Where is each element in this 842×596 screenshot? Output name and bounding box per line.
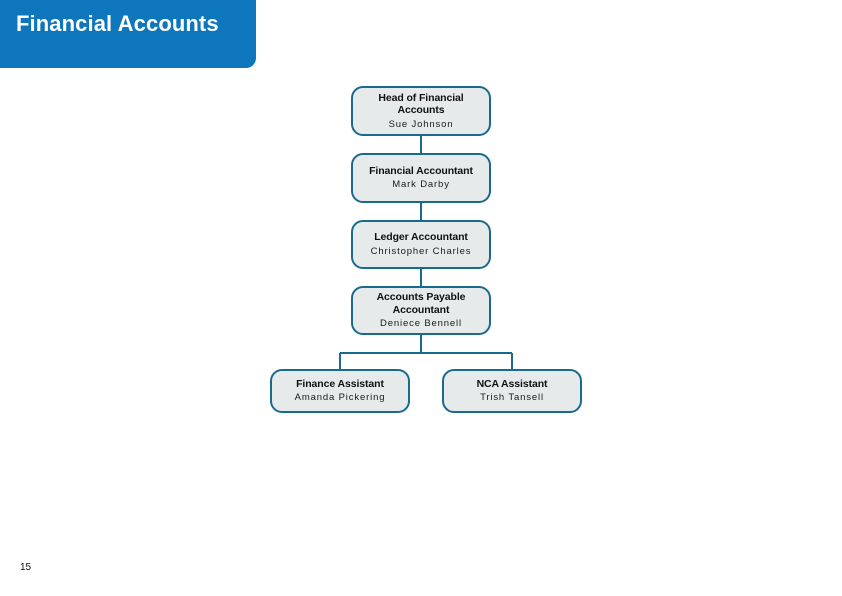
org-node-role-line1: Accounts Payable bbox=[376, 291, 466, 303]
org-node-finance-assistant[interactable]: Finance Assistant Amanda Pickering bbox=[270, 369, 410, 413]
org-node-person: Trish Tansell bbox=[480, 392, 544, 404]
org-node-role-line2: Accounts bbox=[397, 104, 445, 116]
page-title: Financial Accounts bbox=[16, 11, 219, 36]
org-node-head-of-financial-accounts[interactable]: Head of Financial Accounts Sue Johnson bbox=[351, 86, 491, 136]
org-node-role-line2: Accountant bbox=[392, 303, 450, 316]
page-number: 15 bbox=[20, 562, 32, 573]
org-node-role: Accounts Payable Accountant bbox=[377, 291, 466, 316]
org-node-financial-accountant[interactable]: Financial Accountant Mark Darby bbox=[351, 153, 491, 203]
org-node-role: Finance Assistant bbox=[296, 377, 384, 390]
org-node-role: Financial Accountant bbox=[369, 164, 473, 177]
org-node-role: Head of Financial Accounts bbox=[378, 92, 463, 117]
org-node-nca-assistant[interactable]: NCA Assistant Trish Tansell bbox=[442, 369, 582, 413]
org-node-role: Ledger Accountant bbox=[374, 231, 468, 244]
org-node-ledger-accountant[interactable]: Ledger Accountant Christopher Charles bbox=[351, 220, 491, 269]
org-node-accounts-payable-accountant[interactable]: Accounts Payable Accountant Deniece Benn… bbox=[351, 286, 491, 335]
org-node-person: Mark Darby bbox=[392, 179, 450, 191]
org-node-person: Deniece Bennell bbox=[380, 318, 462, 329]
org-node-person: Sue Johnson bbox=[388, 118, 454, 130]
org-node-role: NCA Assistant bbox=[476, 377, 548, 390]
org-node-role-line1: Head of Financial bbox=[378, 91, 464, 104]
org-node-person: Christopher Charles bbox=[370, 245, 472, 257]
slide-header-banner: Financial Accounts bbox=[0, 0, 256, 68]
org-node-person: Amanda Pickering bbox=[294, 392, 386, 404]
